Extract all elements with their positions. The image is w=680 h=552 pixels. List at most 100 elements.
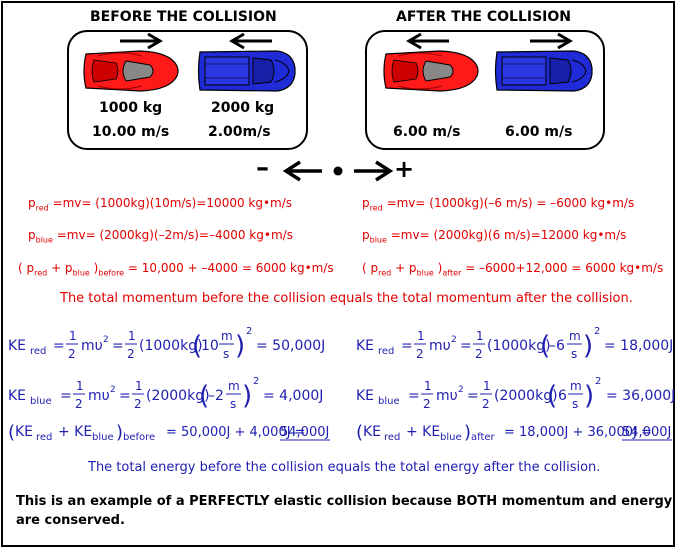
svg-text:(2000kg): (2000kg) bbox=[494, 388, 558, 404]
svg-text:after: after bbox=[471, 432, 496, 443]
svg-text:s: s bbox=[230, 397, 236, 411]
svg-text:(: ( bbox=[356, 422, 363, 443]
svg-text:(1000kg): (1000kg) bbox=[139, 338, 203, 354]
svg-text:s: s bbox=[571, 347, 577, 361]
svg-text:s: s bbox=[223, 347, 229, 361]
svg-text:KE: KE bbox=[8, 338, 26, 354]
svg-text:2: 2 bbox=[75, 397, 83, 411]
before-title: BEFORE THE COLLISION bbox=[90, 9, 277, 25]
svg-text:= 18,000J + 36,000J =: = 18,000J + 36,000J = bbox=[504, 425, 652, 440]
svg-text:): ) bbox=[235, 331, 245, 361]
momentum-statement: The total momentum before the collision … bbox=[60, 291, 633, 306]
svg-text:blue: blue bbox=[30, 396, 52, 407]
sign-convention-arrows-icon bbox=[282, 160, 394, 182]
svg-text:= 4,000J: = 4,000J bbox=[263, 388, 323, 404]
svg-text:m: m bbox=[221, 329, 233, 343]
svg-text:2: 2 bbox=[253, 376, 259, 387]
red-mass-label: 1000 kg bbox=[99, 100, 163, 116]
red-velocity-after: 6.00 m/s bbox=[393, 124, 461, 140]
svg-text:1: 1 bbox=[483, 379, 491, 393]
svg-text:=: = bbox=[60, 388, 72, 404]
blue-after-arrow-right-icon bbox=[530, 32, 573, 50]
red-velocity-before: 10.00 m/s bbox=[92, 124, 170, 140]
svg-text:KE: KE bbox=[15, 424, 33, 440]
svg-text:KE: KE bbox=[356, 388, 374, 404]
svg-text:KE: KE bbox=[363, 424, 381, 440]
after-title: AFTER THE COLLISION bbox=[396, 9, 572, 25]
svg-text:2: 2 bbox=[482, 397, 490, 411]
svg-text:= 18,000J: = 18,000J bbox=[604, 338, 673, 354]
svg-text:1: 1 bbox=[417, 329, 425, 343]
svg-text:= 50,000J: = 50,000J bbox=[256, 338, 325, 354]
svg-text:2: 2 bbox=[110, 385, 116, 395]
svg-text:KE: KE bbox=[8, 388, 26, 404]
svg-text:mυ: mυ bbox=[436, 388, 458, 404]
svg-text:1: 1 bbox=[135, 379, 143, 393]
svg-text:2: 2 bbox=[127, 347, 135, 361]
svg-text:= 50,000J + 4,000J =: = 50,000J + 4,000J = bbox=[166, 425, 306, 440]
svg-text:2: 2 bbox=[423, 397, 431, 411]
svg-text:blue: blue bbox=[440, 432, 462, 443]
conclusion-line-1: This is an example of a PERFECTLY elasti… bbox=[16, 494, 673, 509]
svg-text:): ) bbox=[584, 381, 594, 411]
svg-text:= 36,000J: = 36,000J bbox=[606, 388, 675, 404]
svg-text:red: red bbox=[384, 432, 400, 443]
svg-text:1: 1 bbox=[128, 329, 136, 343]
red-car-after-icon bbox=[383, 50, 479, 92]
svg-text:m: m bbox=[228, 379, 240, 393]
svg-text:2: 2 bbox=[451, 335, 457, 345]
svg-text:=: = bbox=[119, 388, 131, 404]
blue-before-arrow-left-icon bbox=[229, 32, 272, 50]
red-car-icon bbox=[83, 50, 179, 92]
svg-text:=: = bbox=[408, 388, 420, 404]
svg-text:6: 6 bbox=[558, 388, 567, 404]
svg-text:1: 1 bbox=[476, 329, 484, 343]
svg-text:+ KE: + KE bbox=[406, 424, 440, 440]
svg-text:2: 2 bbox=[134, 397, 142, 411]
before-box bbox=[67, 30, 308, 150]
svg-text:2: 2 bbox=[475, 347, 483, 361]
svg-text:10: 10 bbox=[201, 338, 219, 354]
svg-text:2: 2 bbox=[416, 347, 424, 361]
svg-text:+ KE: + KE bbox=[58, 424, 92, 440]
blue-truck-icon bbox=[197, 50, 296, 92]
svg-text:(: ( bbox=[8, 422, 15, 443]
svg-text:blue: blue bbox=[92, 432, 114, 443]
p-red-after: pred =mv= (1000kg)(–6 m/s) = –6000 kg•m/… bbox=[362, 196, 635, 213]
svg-text:1: 1 bbox=[69, 329, 77, 343]
svg-text:red: red bbox=[36, 432, 52, 443]
blue-velocity-after: 6.00 m/s bbox=[505, 124, 573, 140]
blue-mass-label: 2000 kg bbox=[211, 100, 275, 116]
svg-text:s: s bbox=[572, 397, 578, 411]
svg-text:m: m bbox=[569, 329, 581, 343]
p-total-after: ( pred + pblue )after = –6000+12,000 = 6… bbox=[362, 261, 664, 278]
svg-text:(: ( bbox=[199, 381, 209, 411]
svg-text:mυ: mυ bbox=[81, 338, 103, 354]
svg-text:1: 1 bbox=[76, 379, 84, 393]
svg-text:KE: KE bbox=[356, 338, 374, 354]
svg-text:): ) bbox=[116, 422, 123, 443]
svg-text:2: 2 bbox=[594, 326, 600, 337]
svg-text:(: ( bbox=[192, 331, 202, 361]
svg-text:red: red bbox=[378, 346, 394, 357]
svg-text:=: = bbox=[460, 338, 472, 354]
svg-text:2: 2 bbox=[103, 335, 109, 345]
svg-text:–6: –6 bbox=[549, 338, 565, 354]
svg-text:2: 2 bbox=[246, 326, 252, 337]
blue-velocity-before: 2.00m/s bbox=[208, 124, 271, 140]
svg-text:2: 2 bbox=[68, 347, 76, 361]
svg-text:m: m bbox=[570, 379, 582, 393]
svg-text:=: = bbox=[467, 388, 479, 404]
minus-sign: – bbox=[256, 153, 269, 183]
energy-statement: The total energy before the collision eq… bbox=[88, 460, 601, 475]
svg-text:(: ( bbox=[547, 381, 557, 411]
svg-text:=: = bbox=[53, 338, 65, 354]
svg-text:): ) bbox=[242, 381, 252, 411]
svg-text:=: = bbox=[112, 338, 124, 354]
